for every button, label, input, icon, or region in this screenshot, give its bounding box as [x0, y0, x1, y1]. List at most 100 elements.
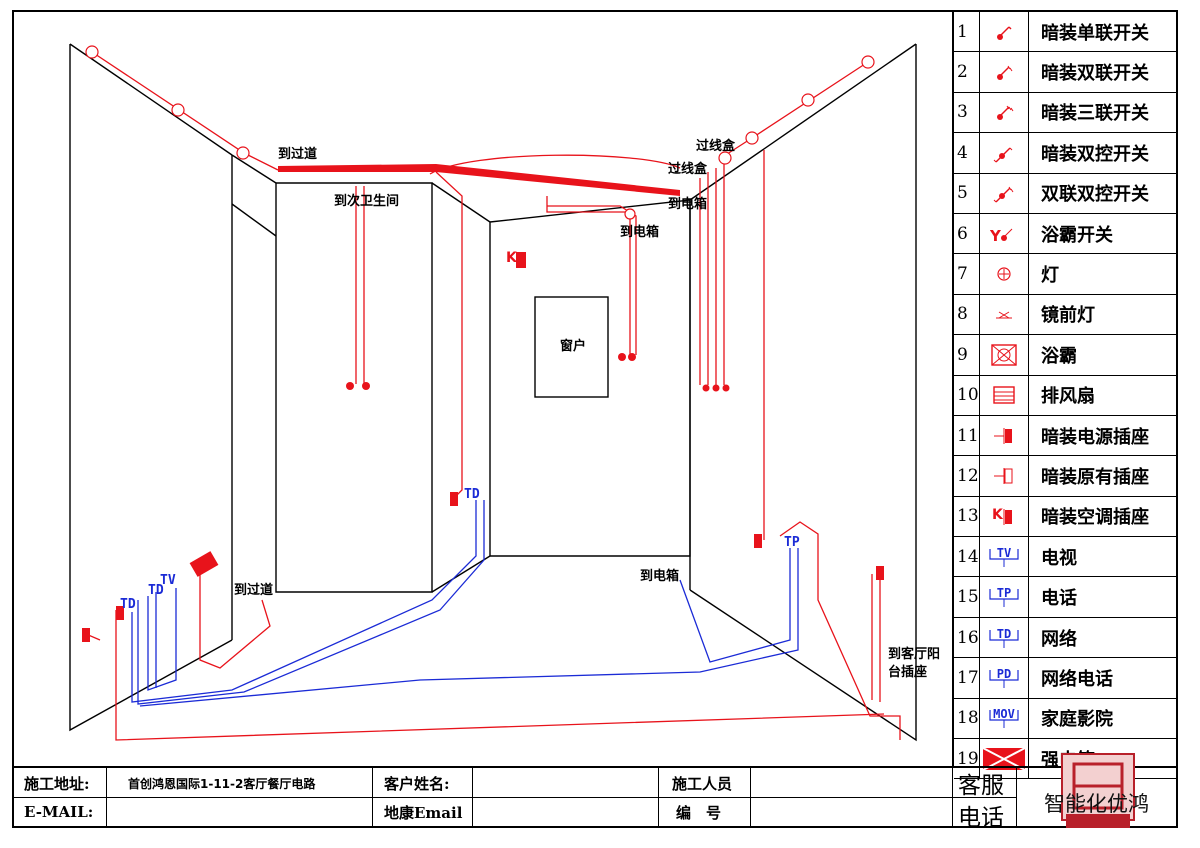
svg-text:TP: TP — [997, 586, 1011, 600]
legend-label: 网络 — [1041, 628, 1077, 650]
legend-label: 家庭影院 — [1041, 709, 1113, 731]
label-to-panel-2: 到电箱 — [620, 224, 659, 240]
legend-number: 8 — [957, 304, 968, 325]
ac-socket-icon: K — [979, 496, 1029, 537]
exhaust-fan-icon — [979, 375, 1029, 415]
label-junction-box-2: 过线盒 — [668, 161, 708, 177]
legend-label: 暗装双控开关 — [1041, 143, 1149, 165]
power-socket-icon — [979, 415, 1029, 456]
legend-number: 7 — [957, 264, 968, 285]
outlet-codes: TD TP TD TD TV — [120, 487, 800, 612]
label-to-corridor-bottom: 到过道 — [234, 582, 273, 598]
legend-number: 2 — [957, 62, 968, 83]
room-outline — [69, 43, 917, 742]
label-junction-box-1: 过线盒 — [696, 138, 736, 154]
legend-label: 暗装三联开关 — [1041, 103, 1149, 125]
network-outlet-icon: TD — [979, 617, 1029, 658]
label-to-panel-3: 到电箱 — [640, 568, 679, 584]
legend-label: 暗装原有插座 — [1041, 466, 1149, 488]
svg-text:K: K — [992, 507, 1004, 523]
legend-number: 19 — [957, 748, 979, 769]
legend-label: 网络电话 — [1041, 668, 1113, 690]
legend-number: 14 — [957, 546, 979, 567]
client-label: 客户姓名: — [384, 774, 450, 793]
legend-number: 10 — [957, 385, 979, 406]
label-to-corridor-top: 到过道 — [278, 146, 317, 162]
email-value: 地康Email — [384, 803, 463, 822]
socket-symbols — [82, 252, 884, 642]
tv-outlet-icon: TV — [979, 537, 1029, 577]
phone-outlet-icon: TP — [979, 577, 1029, 617]
legend-number: 18 — [957, 708, 979, 729]
legend-number: 1 — [957, 21, 968, 42]
legend-label: 浴霸 — [1041, 345, 1077, 367]
service-label-1: 客服 — [958, 773, 1004, 799]
svg-text:PD: PD — [997, 667, 1011, 681]
legend-number: 13 — [957, 506, 979, 527]
td-outlet-left-2: TD — [148, 583, 164, 598]
legend-row: 10 排风扇 — [954, 375, 1176, 416]
label-window: 窗户 — [560, 338, 586, 354]
legend-row: 9 浴霸 — [954, 335, 1176, 376]
legend-row: 13 K 暗装空调插座 — [954, 496, 1176, 538]
legend-label: 暗装空调插座 — [1041, 507, 1149, 529]
footer-divider — [14, 797, 954, 798]
legend-label: 暗装电源插座 — [1041, 426, 1149, 448]
legend-row: 11 暗装电源插座 — [954, 415, 1176, 457]
lamp-icon — [979, 254, 1029, 294]
ceiling-lamps — [85, 45, 875, 220]
legend-row: 16 TD 网络 — [954, 617, 1176, 659]
panel-box-icon — [979, 739, 1029, 779]
legend-row: 12 暗装原有插座 — [954, 456, 1176, 497]
watermark-text: 智能化优鸿 — [1044, 792, 1149, 816]
legend-label: 电视 — [1041, 547, 1077, 569]
title-block — [14, 766, 1176, 830]
home-theater-icon: MOV — [979, 698, 1029, 739]
email-label: E-MAIL: — [24, 803, 94, 821]
main-conduit — [278, 164, 680, 196]
window-box — [534, 296, 609, 398]
td-outlet-left: TD — [120, 597, 136, 612]
legend-number: 5 — [957, 183, 968, 204]
tp-outlet-wall: TP — [784, 535, 800, 550]
site-value: 首创鸿恩国际1-11-2客厅餐厅电路 — [128, 776, 316, 791]
svg-text:Y: Y — [990, 227, 1002, 245]
label-to-balcony-2: 台插座 — [888, 664, 927, 680]
tv-outlet-left: TV — [160, 573, 176, 588]
legend-number: 16 — [957, 627, 979, 648]
legend-label: 电话 — [1041, 588, 1077, 610]
network-phone-outlet-icon: PD — [979, 658, 1029, 698]
legend-divider — [952, 12, 954, 768]
td-outlet-wall: TD — [464, 487, 480, 502]
legend-number: 6 — [957, 223, 968, 244]
drawing-frame — [12, 10, 1178, 828]
label-to-panel-1: 到电箱 — [668, 196, 707, 212]
legend-number: 9 — [957, 344, 968, 365]
legend-number: 12 — [957, 465, 979, 486]
label-to-balcony-1: 到客厅阳 — [888, 646, 940, 662]
switch-markers — [346, 353, 730, 392]
power-wiring — [85, 51, 901, 741]
legend-row: 4 暗装双控开关 — [954, 133, 1176, 174]
svg-text:TV: TV — [997, 546, 1011, 560]
worker-label: 施工人员 — [672, 774, 733, 793]
legend-label: 灯 — [1041, 265, 1059, 287]
low-voltage-wiring — [131, 500, 799, 707]
legend-number: 11 — [957, 425, 979, 446]
bath-heater-switch-icon: Y — [979, 213, 1029, 254]
legend-number: 4 — [957, 142, 968, 163]
single-switch-icon — [979, 12, 1029, 52]
legend-number: 3 — [957, 102, 968, 123]
legend-label: 排风扇 — [1041, 386, 1095, 408]
svg-text:TD: TD — [997, 627, 1011, 641]
legend-number: 17 — [957, 667, 979, 688]
bath-heater-icon — [979, 335, 1029, 375]
